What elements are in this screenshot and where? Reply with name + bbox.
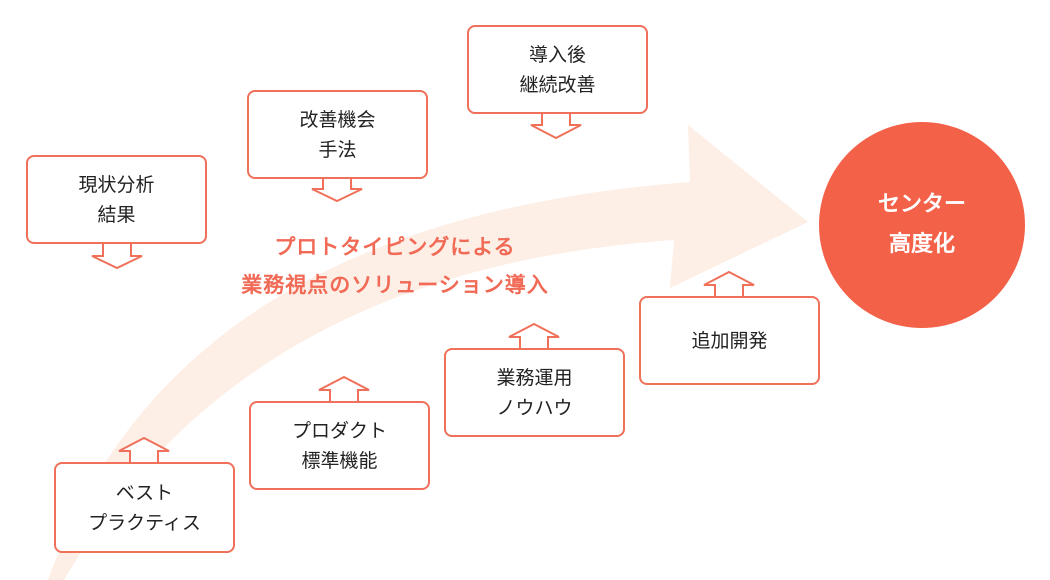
headline-line-2: 業務視点のソリューション導入 — [241, 273, 549, 297]
growth-arrow — [48, 125, 808, 580]
up-arrow-2 — [318, 375, 370, 402]
box-improvement-method: 改善機会 手法 — [247, 90, 428, 179]
box-current-analysis: 現状分析 結果 — [26, 155, 207, 244]
goal-line-1: センター — [877, 192, 966, 217]
down-arrow-1 — [91, 243, 143, 270]
box-line-2: 結果 — [97, 203, 136, 226]
box-line-1: 追加開発 — [691, 329, 768, 352]
box-line-1: プロダクト — [291, 419, 387, 442]
down-arrow-3 — [530, 113, 582, 140]
box-line-2: 継続改善 — [519, 73, 596, 96]
up-arrow-1 — [118, 436, 170, 463]
up-arrow-4 — [703, 270, 755, 297]
goal-line-2: 高度化 — [888, 232, 955, 257]
headline-line-1: プロトタイピングによる — [274, 235, 516, 259]
box-line-1: 改善機会 — [299, 108, 376, 131]
box-line-1: 業務運用 — [496, 366, 573, 389]
box-product-standard: プロダクト 標準機能 — [249, 401, 430, 490]
up-arrow-3 — [508, 322, 560, 349]
box-line-1: ベスト — [115, 481, 174, 504]
box-operation-knowhow: 業務運用 ノウハウ — [444, 348, 625, 437]
box-line-1: 導入後 — [528, 43, 586, 66]
goal-circle: センター 高度化 — [819, 122, 1025, 328]
box-line-2: 標準機能 — [301, 449, 378, 472]
box-best-practice: ベスト プラクティス — [54, 462, 235, 553]
headline: プロトタイピングによる 業務視点のソリューション導入 — [200, 228, 590, 304]
box-line-2: ノウハウ — [496, 396, 573, 419]
box-additional-development: 追加開発 — [639, 296, 820, 385]
box-line-2: 手法 — [318, 138, 357, 161]
box-line-2: プラクティス — [88, 511, 201, 534]
down-arrow-2 — [311, 178, 363, 203]
box-continuous-improvement: 導入後 継続改善 — [467, 25, 648, 114]
box-line-1: 現状分析 — [78, 173, 155, 196]
